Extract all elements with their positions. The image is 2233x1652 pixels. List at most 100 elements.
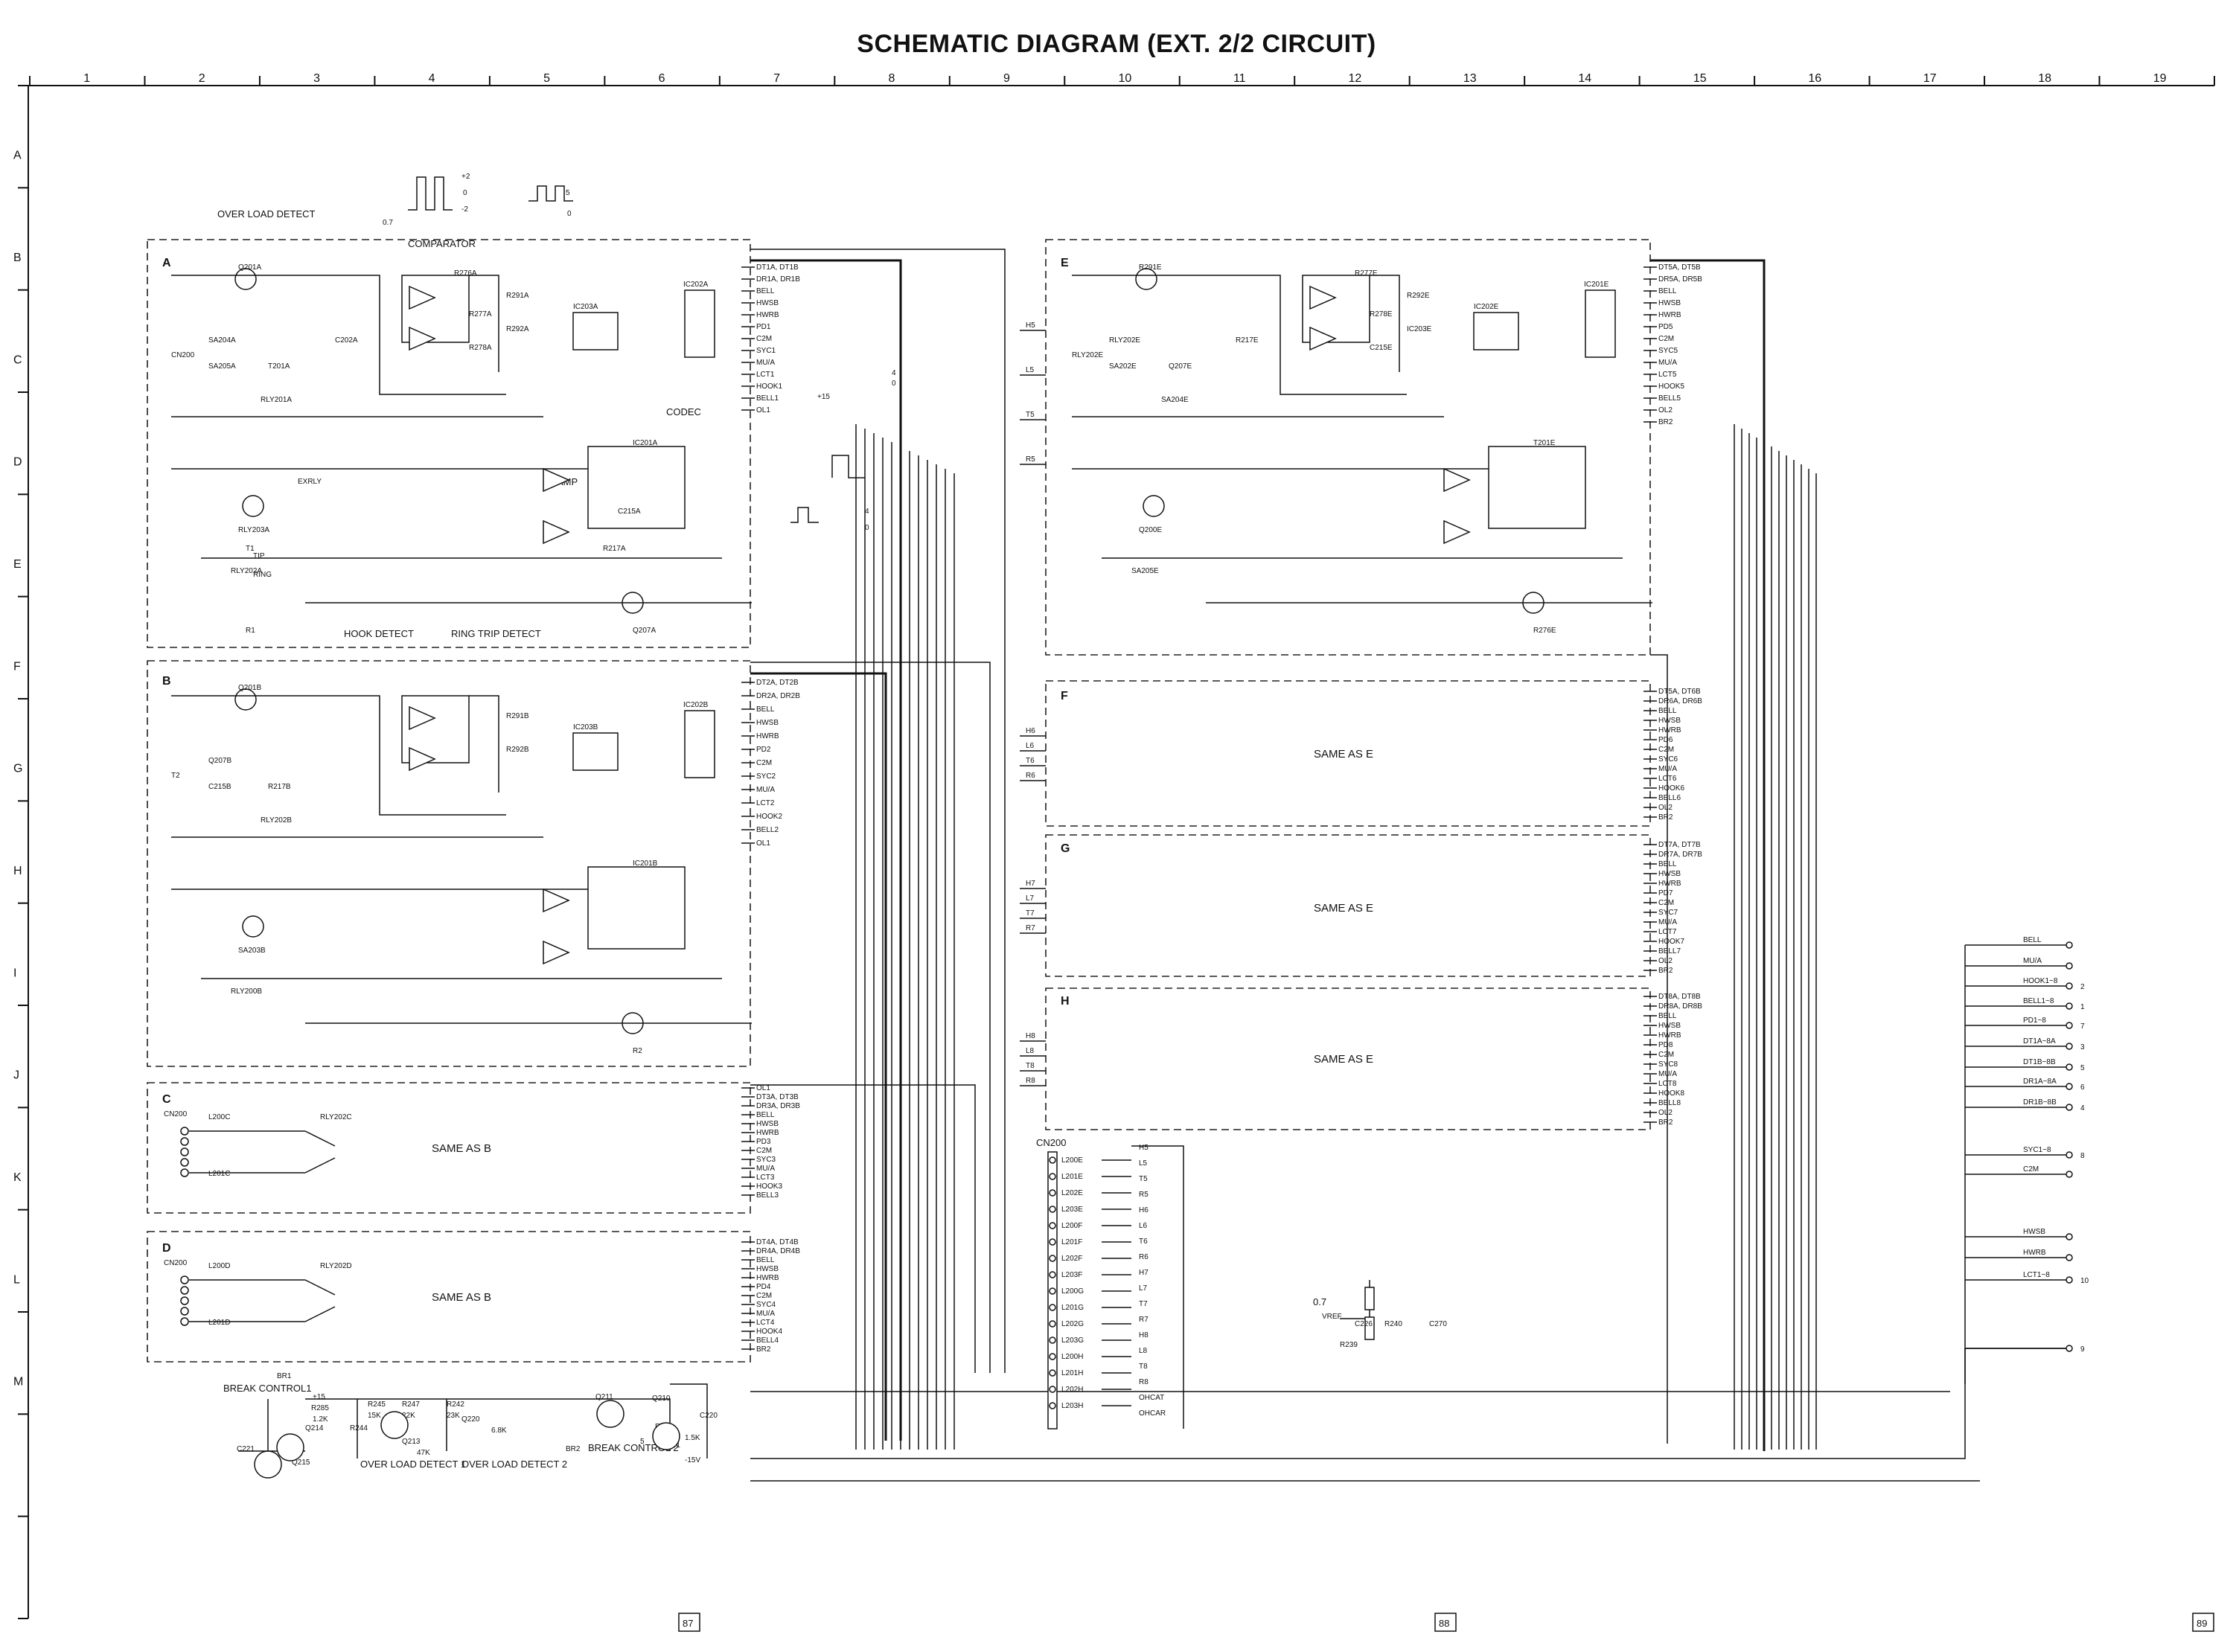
signal-label: PD3 [756, 1138, 771, 1146]
signal-label: HWRB [756, 311, 779, 319]
connector-pin [2066, 1276, 2073, 1284]
page-number: 88 [1439, 1618, 1449, 1629]
page-number: 89 [2197, 1618, 2207, 1629]
part-label: R217E [1236, 336, 1259, 345]
connector-pin-number: 9 [2080, 1345, 2085, 1354]
part-label: C221 [237, 1445, 255, 1453]
signal-label: OL1 [756, 839, 770, 848]
column-label: 15 [1693, 72, 1707, 85]
signal-label: OL1 [756, 406, 770, 414]
signal-label: OL2 [1658, 406, 1673, 414]
opamp-symbol [1309, 326, 1337, 351]
connector-pin [2066, 1063, 2073, 1071]
signal-label: HWRB [756, 1274, 779, 1282]
part-value-label: 23K [447, 1412, 460, 1420]
block-b-frame: B [147, 660, 751, 1067]
ic-body [572, 312, 619, 350]
signal-label: DT5A, DT6B [1658, 688, 1701, 696]
signal-label: BELL1 [756, 394, 779, 403]
column-label: 16 [1808, 72, 1821, 85]
transistor-symbol [234, 268, 257, 290]
pin-symbol [1049, 1353, 1056, 1360]
vref-value: 0.7 [1313, 1296, 1326, 1307]
signal-label: BR2 [1658, 1118, 1673, 1127]
pin-symbol [1049, 1320, 1056, 1328]
block-g-same-as: SAME AS E [1314, 902, 1373, 915]
ring-trip-label: RING TRIP DETECT [451, 628, 541, 639]
connector-pin [2066, 1104, 2073, 1111]
signal-label: SYC4 [756, 1301, 776, 1309]
part-label: R242 [447, 1400, 464, 1409]
signal-label: DT4A, DT4B [756, 1238, 799, 1246]
cn200-pin-label: L203G [1061, 1336, 1084, 1345]
connector-signal-label: PD1~8 [2023, 1017, 2046, 1025]
cn200-output-label: H6 [1139, 1206, 1149, 1214]
signal-label: C2M [1658, 746, 1674, 754]
signal-label: LCT4 [756, 1319, 775, 1327]
transistor-symbol [1143, 495, 1165, 517]
part-label: C215A [618, 508, 641, 516]
signal-label: MU/A [756, 1165, 775, 1173]
connector-pin-number: 2 [2080, 983, 2085, 991]
cn200-output-label: R7 [1139, 1316, 1149, 1324]
signal-label: HOOK7 [1658, 938, 1684, 946]
input-label: H8 [1026, 1032, 1035, 1040]
block-e-parts: R291ER292EIC203EIC202EIC201ET201ESA204ES… [1072, 263, 1609, 635]
part-label: IC201E [1584, 281, 1609, 289]
pin-symbol [180, 1296, 189, 1305]
opamp-symbol [543, 888, 570, 913]
connector-pin-number: 7 [2080, 1022, 2085, 1031]
input-label: T8 [1026, 1062, 1035, 1070]
signal-label: C2M [756, 759, 772, 767]
part-label: RLY202D [320, 1262, 352, 1270]
pin-symbol [1049, 1369, 1056, 1377]
column-label: 6 [659, 72, 665, 85]
part-label: R292E [1407, 292, 1430, 300]
block-f-letter: F [1061, 690, 1068, 702]
column-label: 5 [543, 72, 550, 85]
part-value-label: -15V [685, 1456, 700, 1464]
cn200-output-label: L6 [1139, 1222, 1148, 1230]
row-label: C [13, 353, 22, 366]
signal-label: BELL7 [1658, 947, 1681, 955]
part-label: IC203E [1407, 325, 1432, 333]
part-label: Q220 [461, 1415, 480, 1424]
part-value-label: 6.8K [491, 1427, 507, 1435]
part-label: T201E [1533, 439, 1556, 447]
part-label: C220 [700, 1412, 718, 1420]
cn200-output-label: OHCAT [1139, 1394, 1164, 1402]
part-label: CN200 [164, 1110, 188, 1118]
block-e-frame: E [1045, 239, 1651, 656]
pin-symbol [180, 1307, 189, 1316]
signal-label: LCT5 [1658, 371, 1677, 379]
cn200-right: CN200 L200EL201EL202EL203EL200FL201FL202… [1036, 1137, 1184, 1430]
break-control1-label: BREAK CONTROL1 [223, 1383, 311, 1394]
part-label: C215B [208, 783, 231, 791]
cn200-output-label: T7 [1139, 1300, 1148, 1308]
cn200-pin-label: L200G [1061, 1287, 1084, 1296]
hook-detect-label: HOOK DETECT [344, 628, 414, 639]
connector-signal-label: MU/A [2023, 957, 2042, 965]
block-a-parts: Q201AR291AR292AIC203AIC202AIC201ARLY201A… [171, 263, 709, 635]
cn200-output-label: OHCAR [1139, 1409, 1166, 1418]
column-label: 11 [1233, 72, 1246, 85]
block-h-frame: H SAME AS E [1045, 987, 1651, 1130]
column-label: 10 [1119, 72, 1132, 85]
part-label: RLY203A [238, 526, 269, 534]
pin-symbol [1049, 1271, 1056, 1278]
bus-lines [750, 249, 2069, 1482]
cn200-output-label: H8 [1139, 1331, 1149, 1339]
signal-label: HWSB [756, 1265, 779, 1273]
block-e-letter: E [1061, 257, 1069, 269]
part-label: RING [253, 571, 272, 579]
signal-label: PD4 [756, 1283, 771, 1291]
part-label: C226 [1355, 1320, 1373, 1328]
transistor-symbol [242, 495, 264, 517]
wave-label: 0 [865, 524, 869, 532]
ic-body [1585, 289, 1616, 358]
connector-signal-label: BELL [2023, 936, 2042, 944]
